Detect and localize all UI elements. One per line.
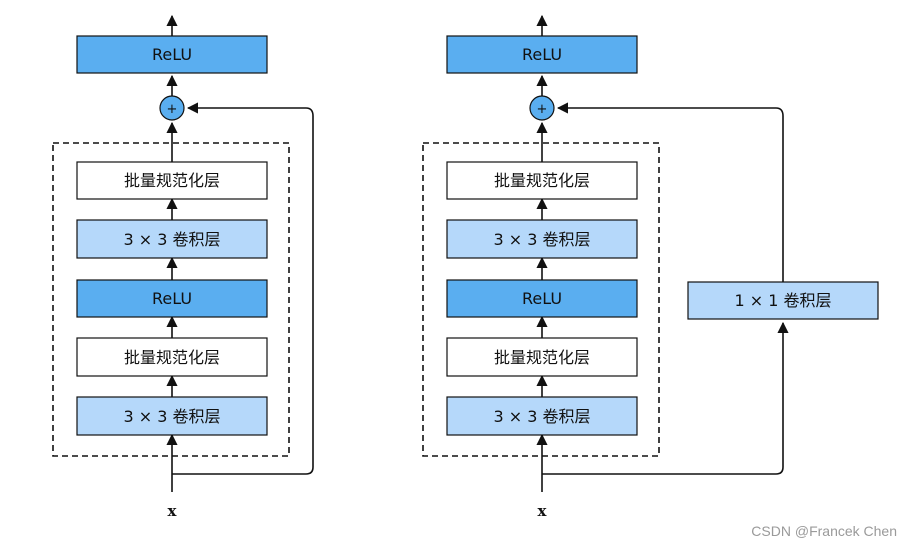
right-dashed-boundary xyxy=(422,142,660,457)
right-relu-top-label: ReLU xyxy=(522,45,562,64)
left-relu-mid-label: ReLU xyxy=(152,289,192,308)
right-plus-label: + xyxy=(537,102,548,117)
left-conv2-box xyxy=(76,219,268,259)
right-conv1x1-label: 1 × 1 卷积层 xyxy=(734,291,831,310)
left-conv2-label: 3 × 3 卷积层 xyxy=(123,230,220,249)
right-conv1-label: 3 × 3 卷积层 xyxy=(493,407,590,426)
left-bn2-label: 批量规范化层 xyxy=(124,171,220,190)
left-conv1-box xyxy=(76,396,268,436)
right-conv2-box xyxy=(446,219,638,259)
left-plus-node xyxy=(159,95,185,121)
left-skip-connection xyxy=(172,102,314,475)
right-bn1-box xyxy=(446,337,638,377)
right-relu-mid-box xyxy=(446,279,638,318)
right-relu-top-box xyxy=(446,35,638,74)
right-relu-mid-label: ReLU xyxy=(522,289,562,308)
left-plus-label: + xyxy=(167,102,178,117)
right-plus-node xyxy=(529,95,555,121)
left-residual-block: ReLU + 批量规范化层 3 × 3 卷积层 ReLU 批量规范化层 3 × … xyxy=(52,14,314,520)
left-input-x: x xyxy=(168,502,178,520)
left-relu-top-box xyxy=(76,35,268,74)
left-bn1-box xyxy=(76,337,268,377)
right-conv1x1-box xyxy=(687,281,879,320)
left-relu-mid-box xyxy=(76,279,268,318)
right-conv1-box xyxy=(446,396,638,436)
left-relu-top-label: ReLU xyxy=(152,45,192,64)
watermark: CSDN @Francek Chen xyxy=(751,523,897,539)
right-shortcut-to-plus xyxy=(556,102,784,282)
right-bn2-label: 批量规范化层 xyxy=(494,171,590,190)
right-bn1-label: 批量规范化层 xyxy=(494,348,590,367)
right-residual-block: ReLU + 批量规范化层 3 × 3 卷积层 ReLU 批量规范化层 3 × … xyxy=(422,14,879,520)
left-bn1-label: 批量规范化层 xyxy=(124,348,220,367)
right-bn2-box xyxy=(446,161,638,200)
right-shortcut-to-conv1x1 xyxy=(542,321,789,475)
right-input-x: x xyxy=(538,502,548,520)
right-conv2-label: 3 × 3 卷积层 xyxy=(493,230,590,249)
left-conv1-label: 3 × 3 卷积层 xyxy=(123,407,220,426)
left-dashed-boundary xyxy=(52,142,290,457)
left-bn2-box xyxy=(76,161,268,200)
